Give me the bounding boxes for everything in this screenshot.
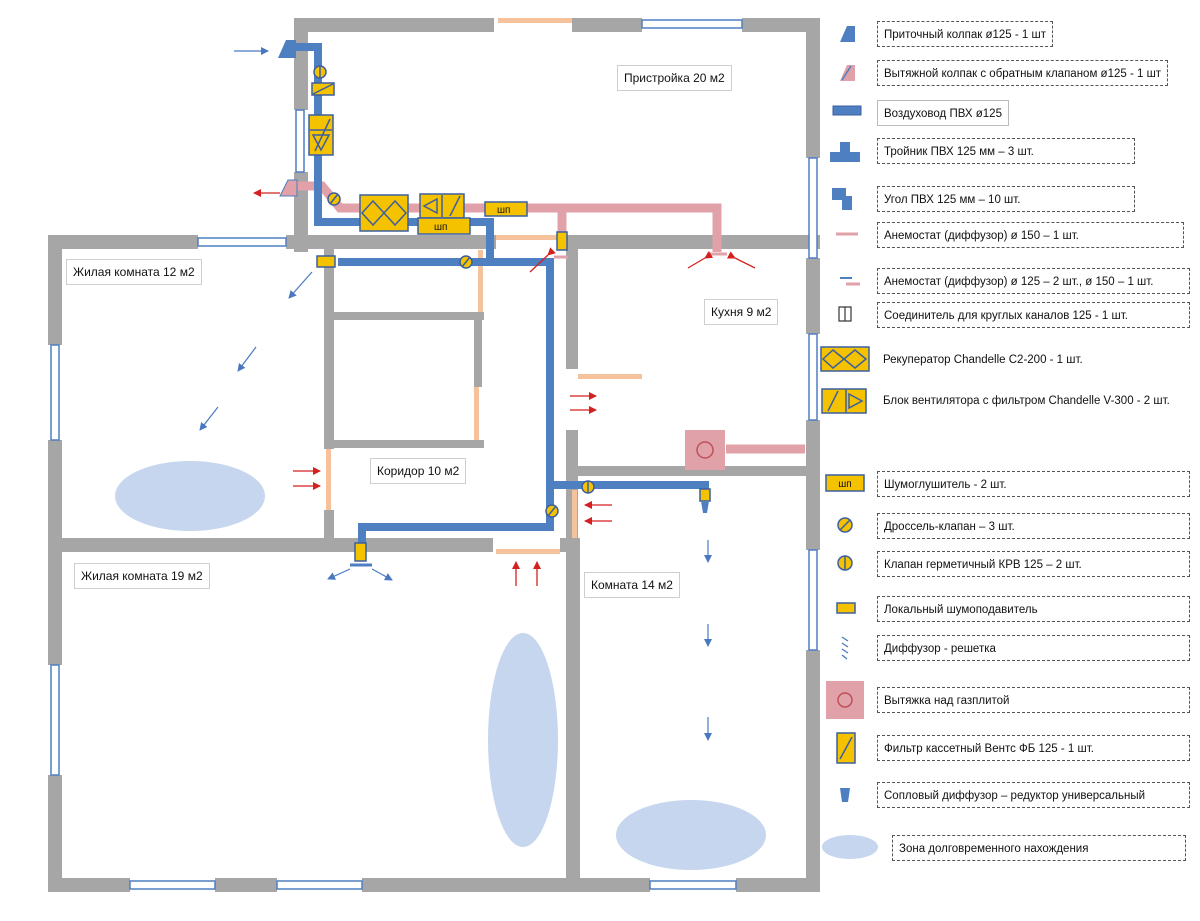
legend-text: Тройник ПВХ 125 мм – 3 шт.	[877, 138, 1135, 164]
room-label-corridor: Коридор 10 м2	[370, 458, 467, 484]
equipment-symbols	[310, 83, 461, 227]
legend-text: Рекуператор Chandelle C2-200 - 1 шт.	[883, 354, 1083, 366]
nozzle-diffuser-icon	[840, 788, 850, 802]
anemostat-125-icon	[840, 277, 860, 286]
legend-item: Сопловый диффузор – редуктор универсальн…	[820, 780, 1190, 810]
stove-hood-icon	[826, 681, 864, 719]
fan-block-icon	[821, 388, 867, 414]
legend-item: Фильтр кассетный Вентс ФБ 125 - 1 шт.	[820, 732, 1190, 764]
legend-item: Зона долговременного нахождения	[820, 833, 1190, 863]
legend-text: Клапан герметичный КРВ 125 – 2 шт.	[877, 551, 1190, 577]
legend-item: Угол ПВХ 125 мм – 10 шт.	[820, 184, 1190, 214]
equipment	[308, 82, 711, 562]
zone-living19	[488, 633, 558, 847]
legend-item: Тройник ПВХ 125 мм – 3 шт.	[820, 136, 1190, 166]
silencer-icon-label: шп	[838, 479, 851, 490]
legend-item: Соединитель для круглых каналов 125 - 1 …	[820, 300, 1190, 330]
room-label-living19: Жилая комната 19 м2	[74, 563, 210, 589]
legend-item: шп Шумоглушитель - 2 шт.	[820, 469, 1190, 499]
local-muffler-2	[556, 231, 568, 251]
legend-text: Шумоглушитель - 2 шт.	[877, 471, 1190, 497]
connector-icon	[838, 306, 852, 322]
zone-living12	[115, 461, 265, 531]
room-label-room14: Комната 14 м2	[584, 572, 680, 598]
doors	[326, 18, 642, 554]
legend-text: Зона долговременного нахождения	[892, 835, 1186, 861]
anemostats	[554, 252, 727, 259]
legend-item: Рекуператор Chandelle C2-200 - 1 шт.	[820, 345, 1190, 375]
legend-text: Вытяжной колпак с обратным клапаном ø125…	[877, 60, 1169, 86]
silencer-2	[417, 217, 471, 235]
legend-text: Сопловый диффузор – редуктор универсальн…	[877, 782, 1190, 808]
long-stay-zone-icon	[822, 835, 878, 859]
diffuser-grille-icon	[841, 636, 849, 660]
legend-item: Локальный шумоподавитель	[820, 594, 1190, 624]
exhaust-arrows	[253, 189, 756, 586]
silencer-label-2: шп	[434, 222, 447, 233]
supply-hood-icon	[840, 26, 855, 42]
legend-text: Блок вентилятора с фильтром Chandelle V-…	[883, 395, 1170, 407]
legend-item: Вытяжной колпак с обратным клапаном ø125…	[820, 58, 1190, 88]
legend-text: Вытяжка над газплитой	[877, 687, 1190, 713]
tee-icon	[830, 142, 860, 162]
legend-text: Угол ПВХ 125 мм – 10 шт.	[877, 186, 1135, 212]
exhaust-hood	[279, 179, 298, 197]
legend-text: Анемостат (диффузор) ø 150 – 1 шт.	[877, 222, 1184, 248]
legend-text: Анемостат (диффузор) ø 125 – 2 шт., ø 15…	[877, 268, 1190, 294]
room-label-annex: Пристройка 20 м2	[617, 65, 732, 91]
cassette-filter-icon	[836, 732, 856, 764]
anemostat-150-icon	[836, 232, 858, 236]
supply-arrows	[199, 47, 712, 741]
stove-hood	[685, 430, 725, 470]
room-label-living12: Жилая комната 12 м2	[66, 259, 202, 285]
legend-item: Анемостат (диффузор) ø 150 – 1 шт.	[820, 220, 1190, 250]
walls	[48, 18, 820, 892]
room-label-kitchen: Кухня 9 м2	[704, 299, 779, 325]
legend-item: Диффузор - решетка	[820, 633, 1190, 663]
legend-text: Диффузор - решетка	[877, 635, 1190, 661]
legend-item: Дроссель-клапан – 3 шт.	[820, 511, 1190, 541]
local-muffler-4	[354, 542, 367, 562]
legend-item: Блок вентилятора с фильтром Chandelle V-…	[820, 386, 1190, 416]
silencer-1	[484, 201, 528, 217]
local-muffler-3	[316, 255, 336, 268]
floor-plan: шп шп	[48, 18, 820, 892]
legend-text: Локальный шумоподавитель	[877, 596, 1190, 622]
throttle-valve-icon	[837, 517, 853, 533]
legend-text: Воздуховод ПВХ ø125	[877, 100, 1009, 126]
nozzle-diffuser	[699, 488, 711, 502]
exhaust-hood-icon	[840, 65, 855, 81]
legend-text: Приточный колпак ø125 - 1 шт	[877, 21, 1053, 47]
zone-room14	[616, 800, 766, 870]
legend-text: Дроссель-клапан – 3 шт.	[877, 513, 1190, 539]
pvc-duct-icon	[832, 105, 862, 116]
local-muffler-icon	[836, 602, 856, 614]
recuperator-icon	[820, 346, 870, 372]
elbow-icon	[832, 188, 852, 210]
legend-item: Приточный колпак ø125 - 1 шт	[820, 19, 1190, 49]
legend-item: Анемостат (диффузор) ø 125 – 2 шт., ø 15…	[820, 266, 1190, 296]
silencer-icon: шп	[825, 474, 865, 492]
nozzle-diffuser-tip	[701, 501, 709, 513]
legend-item: Вытяжка над газплитой	[820, 681, 1190, 719]
stove-hood-circle	[696, 441, 714, 459]
legend-item: Воздуховод ПВХ ø125	[820, 98, 1190, 128]
legend-text: Соединитель для круглых каналов 125 - 1 …	[877, 302, 1190, 328]
windows	[50, 19, 818, 890]
legend-text: Фильтр кассетный Вентс ФБ 125 - 1 шт.	[877, 735, 1190, 761]
silencer-label-1: шп	[497, 205, 510, 216]
legend-item: Клапан герметичный КРВ 125 – 2 шт.	[820, 549, 1190, 579]
sealed-valve-icon	[837, 555, 853, 571]
supply-hood	[278, 40, 296, 58]
long-stay-zones	[115, 461, 766, 870]
